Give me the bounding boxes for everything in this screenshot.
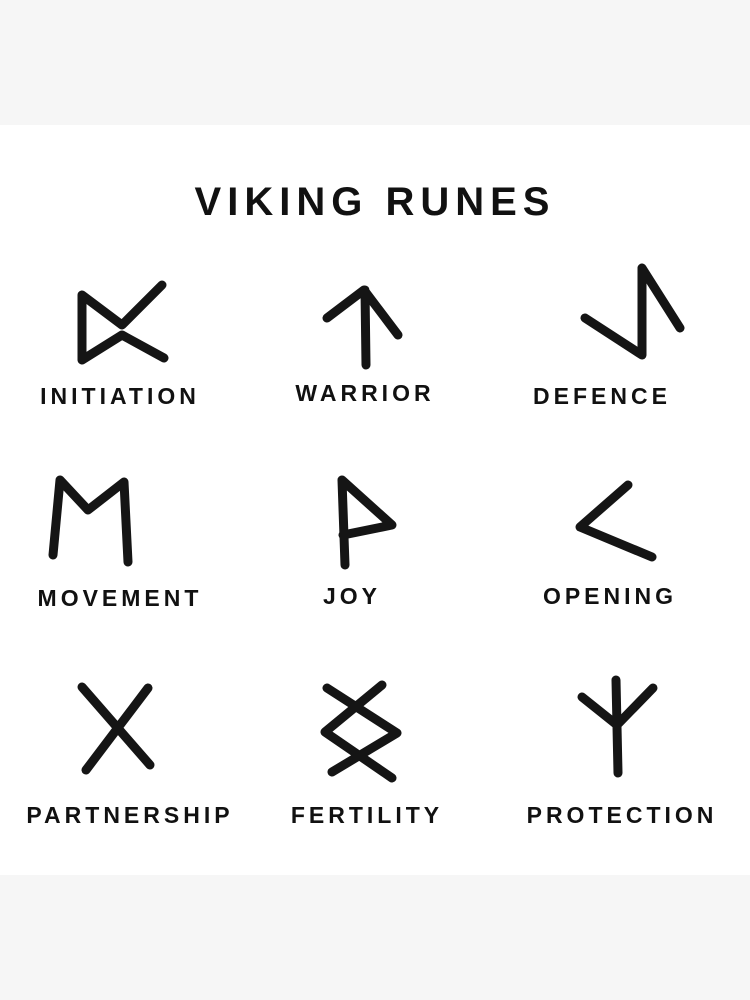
ingwaz-rune-icon — [320, 680, 402, 783]
eihwaz-rune-icon — [580, 263, 685, 360]
rune-label-defence: DEFENCE — [533, 383, 671, 409]
tiwaz-rune-icon — [322, 285, 403, 370]
rune-label-fertility: FERTILITY — [290, 802, 444, 828]
rune-label-partnership: PARTNERSHIP — [26, 802, 234, 828]
poster-title: VIKING RUNES — [194, 180, 556, 224]
ehwaz-rune-icon — [48, 475, 133, 567]
kenaz-rune-icon — [575, 480, 657, 562]
poster: VIKING RUNES INITIATION WARRIOR — [0, 125, 750, 875]
wunjo-rune-icon — [337, 475, 397, 570]
rune-label-movement: MOVEMENT — [37, 585, 203, 611]
perthro-rune-icon — [77, 280, 169, 365]
rune-label-initiation: INITIATION — [40, 383, 200, 409]
rune-label-warrior: WARRIOR — [295, 380, 435, 406]
rune-label-opening: OPENING — [542, 583, 678, 609]
rune-label-joy: JOY — [322, 583, 382, 609]
runes-grid — [48, 263, 685, 783]
gebo-rune-icon — [77, 682, 155, 775]
algiz-rune-icon — [577, 675, 658, 778]
rune-label-protection: PROTECTION — [526, 802, 718, 828]
